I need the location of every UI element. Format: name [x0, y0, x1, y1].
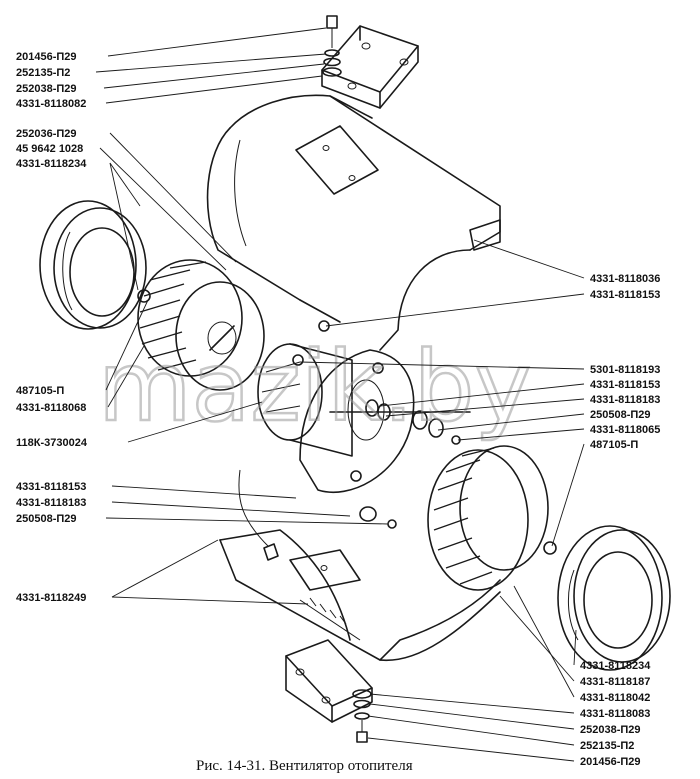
- right-clip: [543, 541, 557, 555]
- part-label: 4331-8118234: [16, 158, 87, 170]
- part-label: 252038-П29: [580, 724, 641, 736]
- left-labels: 201456-П29 252135-П2 252038-П29 4331-811…: [16, 51, 88, 604]
- part-label: 4331-8118065: [590, 424, 660, 436]
- right-impeller: [427, 445, 549, 591]
- part-label: 4331-8118187: [580, 676, 650, 688]
- part-label: 252135-П2: [16, 67, 70, 79]
- part-label: 4331-8118183: [16, 497, 86, 509]
- part-label: 4331-8118249: [16, 592, 86, 604]
- part-label: 45 9642 1028: [16, 143, 83, 155]
- electric-motor: [257, 320, 471, 457]
- part-label: 4331-8118082: [16, 98, 86, 110]
- part-label: 252038-П29: [16, 83, 77, 95]
- right-labels: 4331-8118036 4331-8118153 5301-8118193 4…: [580, 273, 660, 768]
- watermark-text: mazik.by: [98, 331, 531, 443]
- part-label: 4331-8118068: [16, 402, 86, 414]
- bottom-bracket: [285, 639, 373, 723]
- part-label: 4331-8118083: [580, 708, 650, 720]
- part-label: 252036-П29: [16, 128, 77, 140]
- part-label: 5301-8118193: [590, 364, 660, 376]
- part-label: 4331-8118234: [580, 660, 651, 672]
- part-label: 250508-П29: [16, 513, 77, 525]
- top-fastener-stack: [322, 15, 342, 77]
- part-label: 487105-П: [590, 439, 638, 451]
- figure-caption: Рис. 14-31. Вентилятор отопителя: [196, 758, 413, 774]
- part-label: 4331-8118153: [590, 289, 660, 301]
- part-label: 4331-8118036: [590, 273, 660, 285]
- top-bracket: [321, 25, 419, 109]
- part-label: 252135-П2: [580, 740, 634, 752]
- part-label: 487105-П: [16, 385, 64, 397]
- shaft-fasteners: [359, 399, 461, 529]
- part-label: 118К-3730024: [16, 437, 88, 449]
- right-flange-ring: [557, 525, 671, 671]
- part-label: 250508-П29: [590, 409, 651, 421]
- leader-lines: [95, 27, 585, 762]
- left-impeller: [137, 259, 265, 391]
- part-label: 4331-8118042: [580, 692, 650, 704]
- part-label: 4331-8118153: [16, 481, 86, 493]
- part-label: 201456-П29: [16, 51, 77, 63]
- part-label: 4331-8118183: [590, 394, 660, 406]
- lower-housing: [219, 469, 501, 662]
- upper-housing: [206, 94, 501, 351]
- part-label: 201456-П29: [580, 756, 641, 768]
- part-label: 4331-8118153: [590, 379, 660, 391]
- motor-mount-bracket: [299, 349, 415, 494]
- left-flange-ring: [39, 200, 147, 330]
